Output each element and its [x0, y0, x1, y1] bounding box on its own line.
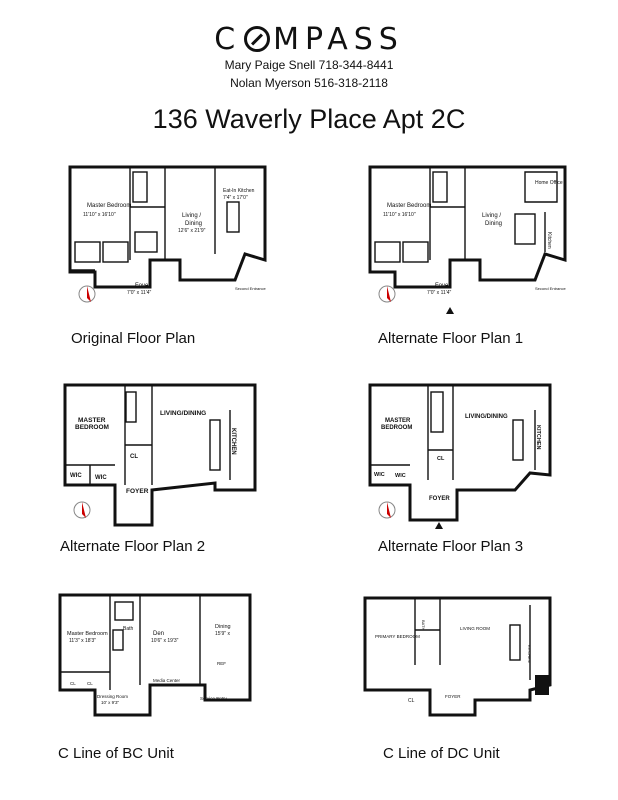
caption-original: Original Floor Plan: [71, 330, 196, 347]
svg-text:Dining: Dining: [215, 624, 231, 630]
compass-logo-o-icon: [244, 26, 271, 52]
svg-text:11'3" x 18'3": 11'3" x 18'3": [69, 638, 96, 644]
floor-plan-alternate-1: Master Bedroom 11'10" x 16'10" Living / …: [368, 165, 567, 314]
svg-text:BEDROOM: BEDROOM: [75, 424, 109, 431]
svg-text:CL: CL: [130, 454, 138, 460]
entrance-arrow-icon: [446, 307, 454, 314]
north-arrow-icon: [387, 286, 391, 302]
living-label-2: Dining: [185, 221, 202, 227]
svg-text:Service Entry: Service Entry: [200, 696, 228, 701]
svg-text:11'10" x 16'10": 11'10" x 16'10": [383, 212, 416, 218]
floor-plan-dc-unit: PRIMARY BEDROOM BATH LIVING ROOM KITCHEN…: [363, 596, 552, 717]
svg-text:CL: CL: [70, 681, 76, 686]
svg-text:WIC: WIC: [395, 473, 406, 479]
svg-text:LIVING/DINING: LIVING/DINING: [465, 414, 508, 420]
svg-text:7'0" x 11'4": 7'0" x 11'4": [427, 290, 451, 296]
agent-contact-1: Mary Paige Snell 718-344-8441: [224, 58, 394, 72]
svg-text:Living /: Living /: [482, 213, 501, 219]
entrance-arrow-icon: [435, 522, 443, 529]
svg-text:Foyer: Foyer: [435, 283, 450, 289]
svg-text:WIC: WIC: [374, 472, 385, 478]
living-label: Living /: [182, 213, 201, 219]
svg-text:FOYER: FOYER: [445, 694, 461, 699]
svg-text:KITCHEN: KITCHEN: [535, 425, 541, 449]
foyer-dim: 7'0" x 11'4": [127, 290, 151, 296]
svg-text:10' x 9'3": 10' x 9'3": [101, 700, 119, 705]
foyer-label: Foyer: [135, 283, 150, 289]
north-arrow-icon: [82, 502, 86, 518]
svg-text:MASTER: MASTER: [78, 417, 106, 424]
svg-text:Den: Den: [153, 631, 164, 637]
svg-text:MASTER: MASTER: [385, 418, 411, 424]
svg-text:Media Center: Media Center: [153, 678, 181, 683]
svg-text:10'6" x 19'3": 10'6" x 19'3": [151, 638, 179, 644]
svg-text:Dressing Room: Dressing Room: [97, 694, 128, 699]
svg-text:Master Bedroom: Master Bedroom: [387, 203, 431, 209]
entrance-label: Second Entrance: [235, 286, 266, 291]
svg-text:FOYER: FOYER: [126, 488, 149, 495]
svg-text:Master Bedroom: Master Bedroom: [67, 631, 108, 637]
bedroom-dim: 11'10" x 16'10": [83, 212, 116, 218]
caption-alternate-3: Alternate Floor Plan 3: [378, 538, 524, 555]
svg-text:WIC: WIC: [95, 475, 107, 481]
floor-plan-original: Master Bedroom 11'10" x 16'10" Living / …: [68, 165, 267, 303]
svg-text:BATH: BATH: [421, 620, 426, 630]
svg-text:15'9" x: 15'9" x: [215, 631, 230, 637]
caption-alternate-2: Alternate Floor Plan 2: [60, 538, 206, 555]
kitchen-dim: 7'4" x 17'0": [223, 195, 248, 201]
svg-text:LIVING ROOM: LIVING ROOM: [460, 626, 490, 631]
svg-text:BEDROOM: BEDROOM: [381, 425, 412, 431]
svg-text:CL: CL: [437, 456, 445, 462]
floor-plan-bc-unit: Master Bedroom 11'3" x 18'3" Bath Den 10…: [58, 593, 252, 717]
page-title: 136 Waverly Place Apt 2C: [152, 104, 466, 134]
svg-text:WIC: WIC: [70, 473, 82, 479]
caption-alternate-1: Alternate Floor Plan 1: [378, 330, 524, 347]
caption-bc-unit: C Line of BC Unit: [58, 745, 174, 762]
svg-text:Home Office: Home Office: [535, 180, 563, 186]
living-dim: 12'6" x 21'9": [178, 228, 206, 234]
north-arrow-icon: [387, 502, 391, 518]
svg-text:CL: CL: [87, 681, 93, 686]
svg-text:KITCHEN: KITCHEN: [527, 645, 532, 663]
svg-text:Second Entrance: Second Entrance: [535, 286, 566, 291]
svg-text:PRIMARY BEDROOM: PRIMARY BEDROOM: [375, 634, 420, 639]
svg-text:Dining: Dining: [485, 221, 502, 227]
bedroom-label: Master Bedroom: [87, 203, 131, 209]
svg-text:LIVING/DINING: LIVING/DINING: [160, 410, 206, 417]
svg-text:FOYER: FOYER: [429, 496, 450, 502]
svg-text:Kitchen: Kitchen: [546, 232, 552, 249]
agent-contact-2: Nolan Myerson 516-318-2118: [230, 76, 388, 90]
floor-plan-alternate-2: MASTER BEDROOM LIVING/DINING KITCHEN FOY…: [63, 383, 257, 527]
svg-text:KITCHEN: KITCHEN: [230, 428, 236, 455]
svg-text:REF: REF: [217, 661, 226, 666]
svg-text:Bath: Bath: [123, 626, 134, 632]
floor-plan-alternate-3: MASTER BEDROOM LIVING/DINING KITCHEN FOY…: [368, 383, 552, 529]
caption-dc-unit: C Line of DC Unit: [383, 745, 500, 762]
north-arrow-icon: [87, 286, 91, 302]
svg-text:CL: CL: [408, 698, 415, 704]
kitchen-label: Eat-In Kitchen: [223, 188, 255, 194]
